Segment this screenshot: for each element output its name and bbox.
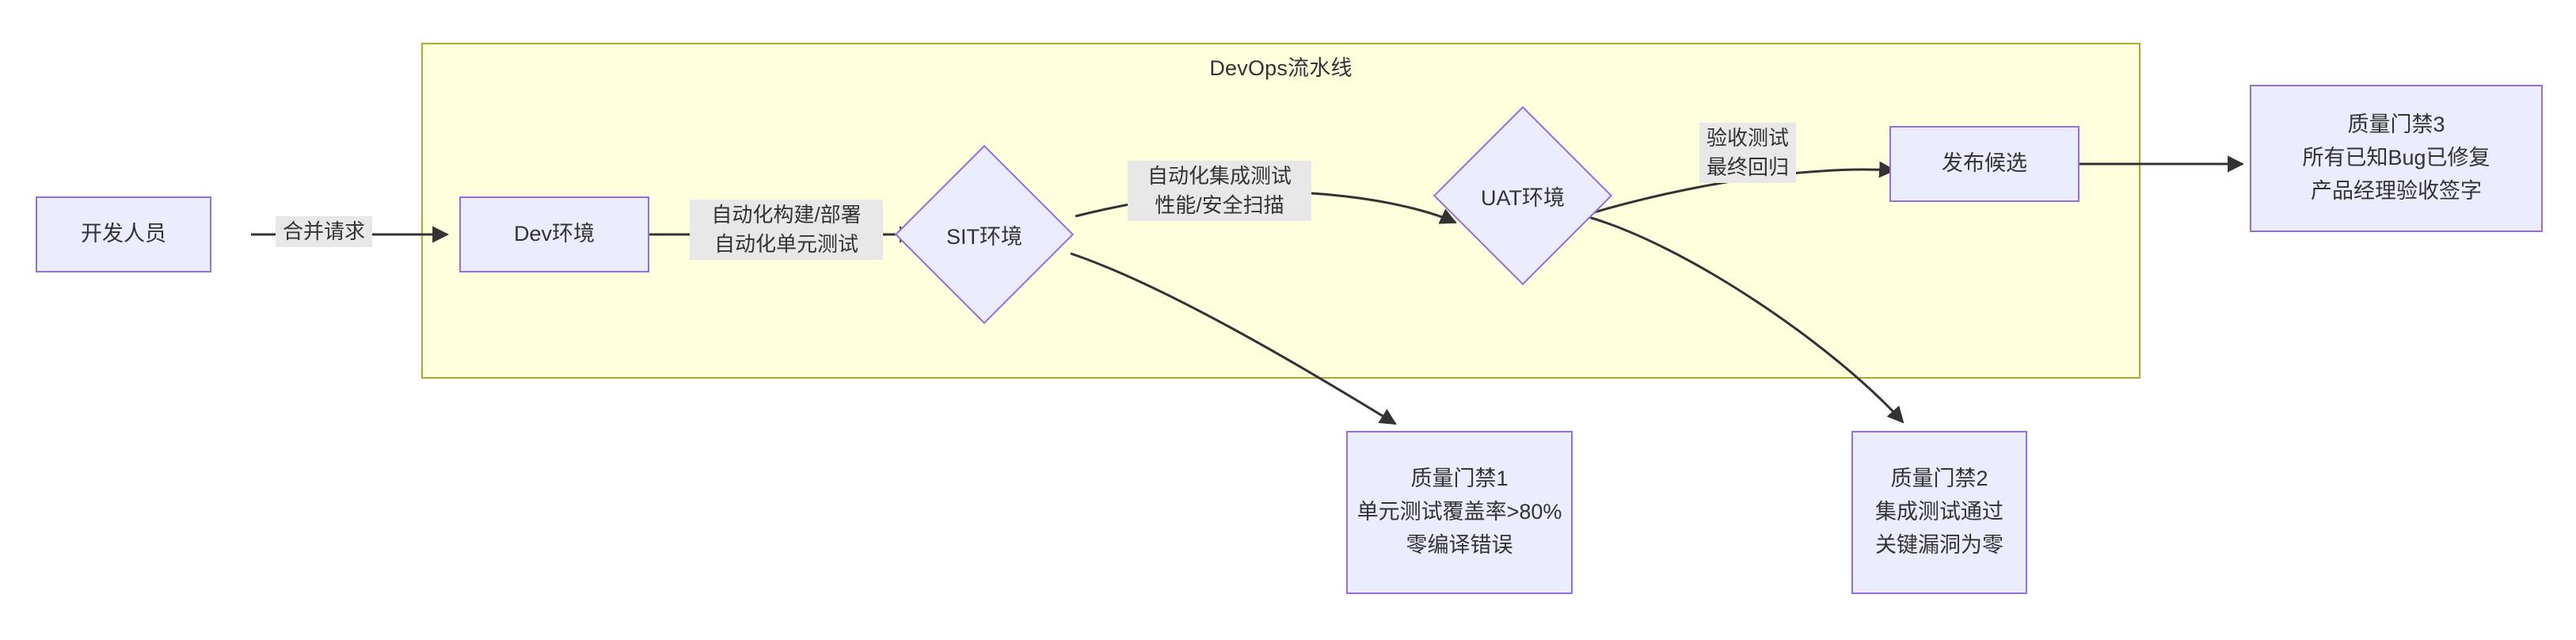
edge-sit-env-to-gate1 — [1070, 252, 1397, 425]
node-gate2-line1: 质量门禁2 — [1890, 467, 1988, 491]
edge-label-integration-test-line2: 性能/安全扫描 — [1155, 192, 1284, 217]
node-developer[interactable]: 开发人员 — [36, 196, 211, 272]
node-dev-env-label: Dev环境 — [513, 222, 595, 246]
edge-label-integration-test: 自动化集成测试 性能/安全扫描 — [1128, 161, 1311, 221]
node-developer-label: 开发人员 — [81, 222, 166, 246]
edge-label-acceptance-test-line1: 验收测试 — [1706, 126, 1789, 150]
edge-label-acceptance-test-line2: 最终回归 — [1706, 154, 1789, 179]
edge-label-integration-test-line1: 自动化集成测试 — [1147, 164, 1292, 188]
node-gate2[interactable]: 质量门禁2 集成测试通过 关键漏洞为零 — [1851, 431, 2027, 594]
node-gate2-line3: 关键漏洞为零 — [1875, 532, 2003, 557]
node-gate1-line3: 零编译错误 — [1406, 532, 1513, 557]
edge-label-merge-request: 合并请求 — [276, 216, 372, 247]
node-release-candidate-label: 发布候选 — [1942, 151, 2027, 176]
node-sit-env[interactable]: SIT环境 — [894, 144, 1075, 325]
node-release-candidate[interactable]: 发布候选 — [1889, 126, 2079, 202]
node-gate3-line2: 所有已知Bug已修复 — [2302, 146, 2490, 170]
edge-label-acceptance-test: 验收测试 最终回归 — [1699, 123, 1796, 183]
edge-label-build-deploy-line1: 自动化构建/部署 — [711, 203, 862, 227]
node-gate1-line1: 质量门禁1 — [1410, 467, 1509, 491]
node-gate1[interactable]: 质量门禁1 单元测试覆盖率>80% 零编译错误 — [1346, 431, 1573, 594]
edge-uat-env-to-gate2 — [1582, 214, 1904, 424]
node-uat-env-label: UAT环境 — [1481, 185, 1565, 210]
node-gate3-line3: 产品经理验收签字 — [2311, 178, 2482, 203]
edge-label-build-deploy-line2: 自动化单元测试 — [713, 231, 858, 256]
edge-label-merge-request-line1: 合并请求 — [282, 219, 365, 243]
node-dev-env[interactable]: Dev环境 — [459, 196, 649, 272]
node-gate3-line1: 质量门禁3 — [2347, 112, 2445, 137]
node-gate3[interactable]: 质量门禁3 所有已知Bug已修复 产品经理验收签字 — [2250, 85, 2543, 232]
subgraph-title: DevOps流水线 — [1209, 56, 1353, 80]
node-gate2-line2: 集成测试通过 — [1875, 500, 2003, 524]
node-gate1-line2: 单元测试覆盖率>80% — [1356, 500, 1562, 524]
node-uat-env[interactable]: UAT环境 — [1433, 105, 1613, 286]
node-sit-env-label: SIT环境 — [946, 224, 1022, 249]
edge-label-build-deploy: 自动化构建/部署 自动化单元测试 — [690, 200, 883, 260]
